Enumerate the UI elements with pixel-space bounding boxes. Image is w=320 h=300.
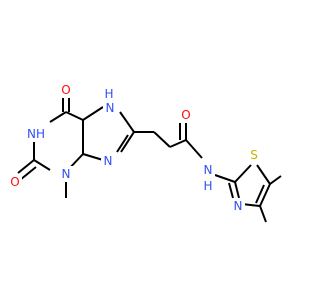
bond-c4-methyl (259, 205, 267, 223)
molecule-structure: O NH O N H N N O N H S N (8, 82, 282, 223)
bond-c5-methyl (269, 175, 282, 185)
mask-n-amide (201, 162, 215, 178)
mask-o-amide (179, 107, 193, 123)
atom-labels: O NH O N H N N O N H S N (8, 82, 261, 214)
mask-o-top (59, 82, 73, 98)
bonds (17, 94, 282, 223)
mask-n-7 (103, 100, 117, 116)
atom-n-amide: N (204, 163, 213, 177)
bond-c8-n9-double (116, 134, 129, 153)
mask-s-thiazole (247, 147, 261, 163)
atom-n-7: N (106, 101, 115, 115)
bond-c2-s (234, 164, 252, 183)
atom-h-amide: H (203, 179, 212, 193)
atom-o-left: O (10, 175, 19, 189)
bond-ch2-ch2 (153, 131, 171, 148)
bond-c6-c5 (65, 111, 84, 121)
bond-s-c5 (256, 164, 271, 185)
mask-o-left (8, 174, 22, 190)
bond-c2-o-double (19, 166, 37, 181)
bond-carbonyl-n (185, 139, 203, 159)
atom-n-left: N (62, 167, 71, 181)
atom-n-thiazole: N (234, 199, 243, 213)
mask-nh-ring (24, 126, 48, 142)
mask-n-thiazole (231, 198, 245, 214)
atom-nh-ring: NH (27, 127, 45, 141)
mask-n-imidazole (101, 153, 115, 169)
bond-c5-c4-double (255, 184, 265, 204)
bond-ch2-carbonyl (169, 139, 187, 148)
bond-c2-o (17, 159, 35, 174)
bond-n-thiazole (214, 174, 236, 183)
bond-n9-c4 (82, 153, 104, 161)
bond-c6-n1 (49, 111, 67, 123)
bond-c8-n9 (120, 131, 135, 153)
atom-h-7: H (104, 87, 113, 101)
atom-s-thiazole: S (250, 148, 258, 162)
atom-n-imidazole: N (104, 154, 113, 168)
atom-o-amide: O (181, 108, 190, 122)
bond-c2-n (234, 181, 240, 199)
atom-o-top: O (61, 83, 70, 97)
mask-n-left (59, 166, 73, 182)
bond-c5-c4 (259, 183, 271, 207)
mask-h-7 (102, 87, 116, 101)
molecule-canvas: O NH O N H N N O N H S N (8, 82, 282, 223)
bond-c5-n7 (82, 106, 104, 121)
bond-c2-n-double (228, 182, 234, 199)
bond-c2-n3 (33, 159, 51, 171)
mask-h-amide (201, 178, 215, 194)
bond-n7-c8 (119, 111, 135, 133)
